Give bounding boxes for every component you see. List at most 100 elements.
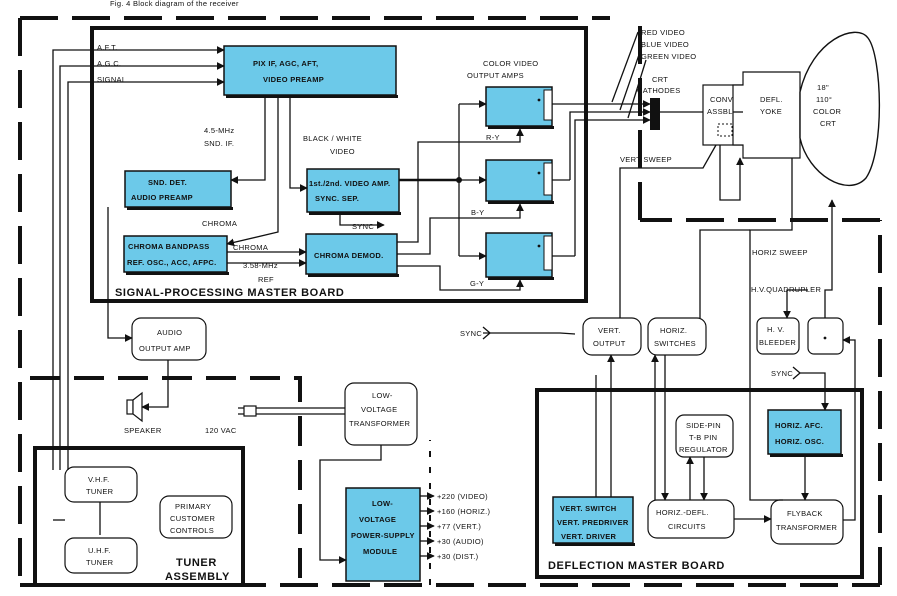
bw-video-label-2: VIDEO [330,147,355,156]
output-220: +220 (VIDEO) [437,492,488,501]
ac-plug-icon [238,405,257,417]
sync-in-chevron [482,326,491,340]
aft-label: A.F.T. [97,43,118,52]
crt-cathode-block [650,98,660,130]
svg-text:TRANSFORMER: TRANSFORMER [776,523,837,532]
audio-output-block: AUDIO OUTPUT AMP [131,317,207,361]
primary-controls-block: PRIMARY CUSTOMER CONTROLS [159,495,233,539]
video-amp-block: 1st./2nd. VIDEO AMP. SYNC. SEP. [306,168,401,215]
svg-text:PIX IF, AGC, AFT,: PIX IF, AGC, AFT, [253,59,318,68]
svg-text:ASSBLY.: ASSBLY. [707,107,739,116]
green-video-label: GREEN VIDEO [641,52,696,61]
svg-text:LOW-: LOW- [372,391,393,400]
svg-text:TRANSFORMER: TRANSFORMER [349,419,410,428]
svg-text:U.H.F.: U.H.F. [88,546,111,555]
flyback-block: FLYBACK TRANSFORMER [770,499,844,545]
svg-text:AUDIO: AUDIO [157,328,182,337]
wiring [52,31,856,564]
svg-text:CHROMA DEMOD.: CHROMA DEMOD. [314,251,383,260]
vert-switch-block: VERT. SWITCH VERT. PREDRIVER VERT. DRIVE… [552,496,635,546]
horiz-afc-block: HORIZ. AFC. HORIZ. OSC. [767,409,843,457]
svg-text:TUNER: TUNER [86,487,114,496]
side-pin-block: SIDE-PIN T-B PIN REGULATOR [675,414,734,458]
ref-label-1: 3.58-MHz [243,261,278,270]
svg-text:YOKE: YOKE [760,107,782,116]
lv-module-block: LOW- VOLTAGE POWER-SUPPLY MODULE [345,487,421,582]
svg-text:POWER-SUPPLY: POWER-SUPPLY [351,531,415,540]
chroma-demod-block: CHROMA DEMOD. [305,233,399,277]
figure-caption: Fig. 4 Block diagram of the receiver [110,0,239,8]
junction-dot [456,177,462,183]
sync-out-label: SYNC [352,222,374,231]
svg-text:1st./2nd. VIDEO AMP.: 1st./2nd. VIDEO AMP. [309,179,390,188]
hv-bleeder-block: H. V. BLEEDER [756,317,800,355]
snd-if-label-1: 4.5-MHz [204,126,234,135]
output-30-dist: +30 (DIST.) [437,552,479,561]
svg-text:VERT. DRIVER: VERT. DRIVER [561,532,617,541]
tuner-assembly-label-2: ASSEMBLY [165,571,230,583]
svg-text:TUNER: TUNER [86,558,114,567]
vert-sweep-label: VERT SWEEP [620,155,672,164]
svg-text:SND. DET.: SND. DET. [148,178,187,187]
svg-text:REF. OSC., ACC, AFPC.: REF. OSC., ACC, AFPC. [127,258,217,267]
vac-label: 120 VAC [205,426,237,435]
gy-label: G-Y [470,279,484,288]
ref-label-2: REF [258,275,274,284]
hv-quadrupler-block [807,317,844,355]
crt-cathodes-label-2: CATHODES [637,86,681,95]
agc-label: A.G.C. [97,59,121,68]
signal-label: SIGNAL [97,75,126,84]
svg-text:T-B PIN: T-B PIN [689,433,717,442]
svg-text:CONV.: CONV. [710,95,735,104]
svg-text:HORIZ.: HORIZ. [660,326,687,335]
chroma-label-1: CHROMA [202,219,237,228]
svg-text:DEFL.: DEFL. [760,95,783,104]
horiz-sweep-label: HORIZ SWEEP [752,248,808,257]
svg-text:H. V.: H. V. [767,325,784,334]
color-amps-label-2: OUTPUT AMPS [467,71,524,80]
blue-video-label: BLUE VIDEO [641,40,689,49]
svg-text:FLYBACK: FLYBACK [787,509,823,518]
svg-text:VERT. SWITCH: VERT. SWITCH [560,504,617,513]
ry-label: R-Y [486,133,500,142]
output-30-audio: +30 (AUDIO) [437,537,484,546]
pix-if-block: PIX IF, AGC, AFT, VIDEO PREAMP [223,45,398,98]
svg-text:VERT. PREDRIVER: VERT. PREDRIVER [557,518,629,527]
svg-text:OUTPUT: OUTPUT [593,339,626,348]
vert-output-block: VERT. OUTPUT [582,317,642,356]
svg-text:SWITCHES: SWITCHES [654,339,696,348]
svg-text:VOLTAGE: VOLTAGE [359,515,396,524]
color-amps-label-1: COLOR VIDEO [483,59,538,68]
crt-cathodes-label-1: CRT [652,75,668,84]
color-amp-g [485,232,554,280]
red-video-label: RED VIDEO [641,28,685,37]
svg-text:VIDEO PREAMP: VIDEO PREAMP [263,75,324,84]
svg-text:OUTPUT AMP: OUTPUT AMP [139,344,191,353]
inner-dash-lines [30,376,302,585]
svg-text:REGULATOR: REGULATOR [679,445,728,454]
speaker-label: SPEAKER [124,426,162,435]
output-160: +160 (HORIZ.) [437,507,490,516]
chroma-label-2: CHROMA [233,243,268,252]
signal-processing-label: SIGNAL-PROCESSING MASTER BOARD [115,287,344,299]
defl-yoke-block: DEFL. YOKE [732,71,801,159]
svg-text:COLOR: COLOR [813,107,841,116]
svg-text:BLEEDER: BLEEDER [759,338,796,347]
svg-text:CONTROLS: CONTROLS [170,526,214,535]
tuner-assembly-board [33,446,245,587]
vhf-tuner-block: V.H.F. TUNER [64,466,138,503]
speaker-icon [126,391,143,423]
horiz-defl-block: HORIZ.-DEFL. CIRCUITS [647,499,735,539]
svg-text:HORIZ. OSC.: HORIZ. OSC. [775,437,824,446]
tuner-assembly-label-1: TUNER [176,557,217,569]
svg-text:SIDE-PIN: SIDE-PIN [686,421,721,430]
crt-tube: 18" 110° COLOR CRT [799,31,881,187]
snd-det-block: SND. DET. AUDIO PREAMP [124,170,233,210]
svg-text:MODULE: MODULE [363,547,397,556]
chroma-bandpass-block: CHROMA BANDPASS REF. OSC., ACC, AFPC. [123,235,229,275]
svg-text:PRIMARY: PRIMARY [175,502,211,511]
bw-video-label-1: BLACK / WHITE [303,134,362,143]
svg-text:SYNC. SEP.: SYNC. SEP. [315,194,359,203]
sync-in2-label: SYNC [771,369,793,378]
